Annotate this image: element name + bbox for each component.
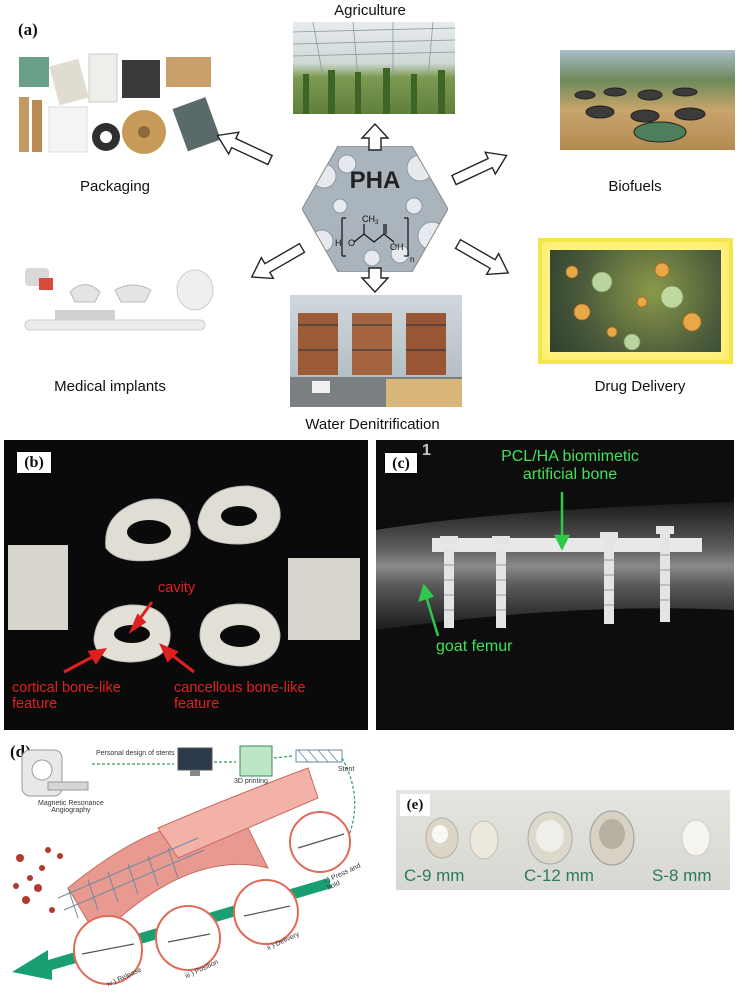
mra-label: Magnetic Resonance Angiography [38, 800, 104, 814]
drug-delivery-label: Drug Delivery [594, 378, 686, 395]
panel-e-label: (e) [406, 797, 424, 813]
3d-printing-label: 3D printing [234, 778, 268, 785]
bone-scaffolds [8, 485, 360, 674]
panel-a-arrows [216, 122, 510, 294]
cavity-label: cavity [158, 580, 196, 596]
implant-samples [425, 810, 711, 866]
water-denitrification-label: Water Denitrification [305, 416, 440, 433]
medical-implants-photo [15, 262, 225, 350]
medical-implants-label: Medical implants [54, 378, 166, 395]
agriculture-photo [293, 22, 455, 114]
s8-label: S-8 mm [652, 866, 712, 885]
panel-c-corner-mark: 1 [422, 442, 431, 459]
panel-c-label: (c) [392, 455, 410, 472]
oh-text: OH [390, 242, 404, 252]
pha-hexagon: PHA CH3 H O OH n [301, 145, 449, 273]
h-text: H [335, 238, 342, 248]
xray-image [376, 492, 734, 637]
pcl-ha-label: PCL/HA biomimetic artificial bone [501, 448, 639, 483]
panel-b: (b) [4, 440, 368, 730]
cancellous-label: cancellous bone-like feature [174, 680, 306, 712]
panel-b-label: (b) [24, 454, 44, 471]
cortical-label: cortical bone-like feature [12, 680, 121, 712]
c9-label: C-9 mm [404, 866, 465, 885]
panel-c-label-box: (c) [384, 452, 418, 474]
agriculture-label: Agriculture [334, 2, 406, 19]
packaging-photo [14, 52, 219, 162]
biofuels-photo [560, 50, 735, 150]
c12-label: C-12 mm [524, 866, 594, 885]
panel-e: (e) C-9 mm C-12 mm S-8 mm [396, 790, 730, 890]
drug-delivery-photo [538, 238, 733, 364]
stent-label: Stent [338, 766, 355, 773]
panel-b-label-box: (b) [16, 451, 52, 474]
personal-design-label: Personal design of stents [96, 750, 175, 757]
biofuels-label: Biofuels [608, 178, 662, 195]
panel-e-label-box: (e) [400, 794, 430, 816]
n-text: n [410, 255, 414, 264]
water-denitrification-photo [290, 295, 462, 407]
pha-title: PHA [350, 167, 401, 194]
o-text: O [348, 238, 355, 248]
goat-femur-label: goat femur [436, 638, 513, 655]
packaging-label: Packaging [79, 178, 151, 195]
panel-d: (d) [8, 738, 373, 988]
ch3-text: CH3 [362, 214, 379, 226]
panel-a-label: (a) [18, 20, 38, 39]
stent-illustration [12, 745, 356, 985]
panel-c: (c) 1 PCL/HA biomimetic artificial bone … [376, 440, 734, 730]
